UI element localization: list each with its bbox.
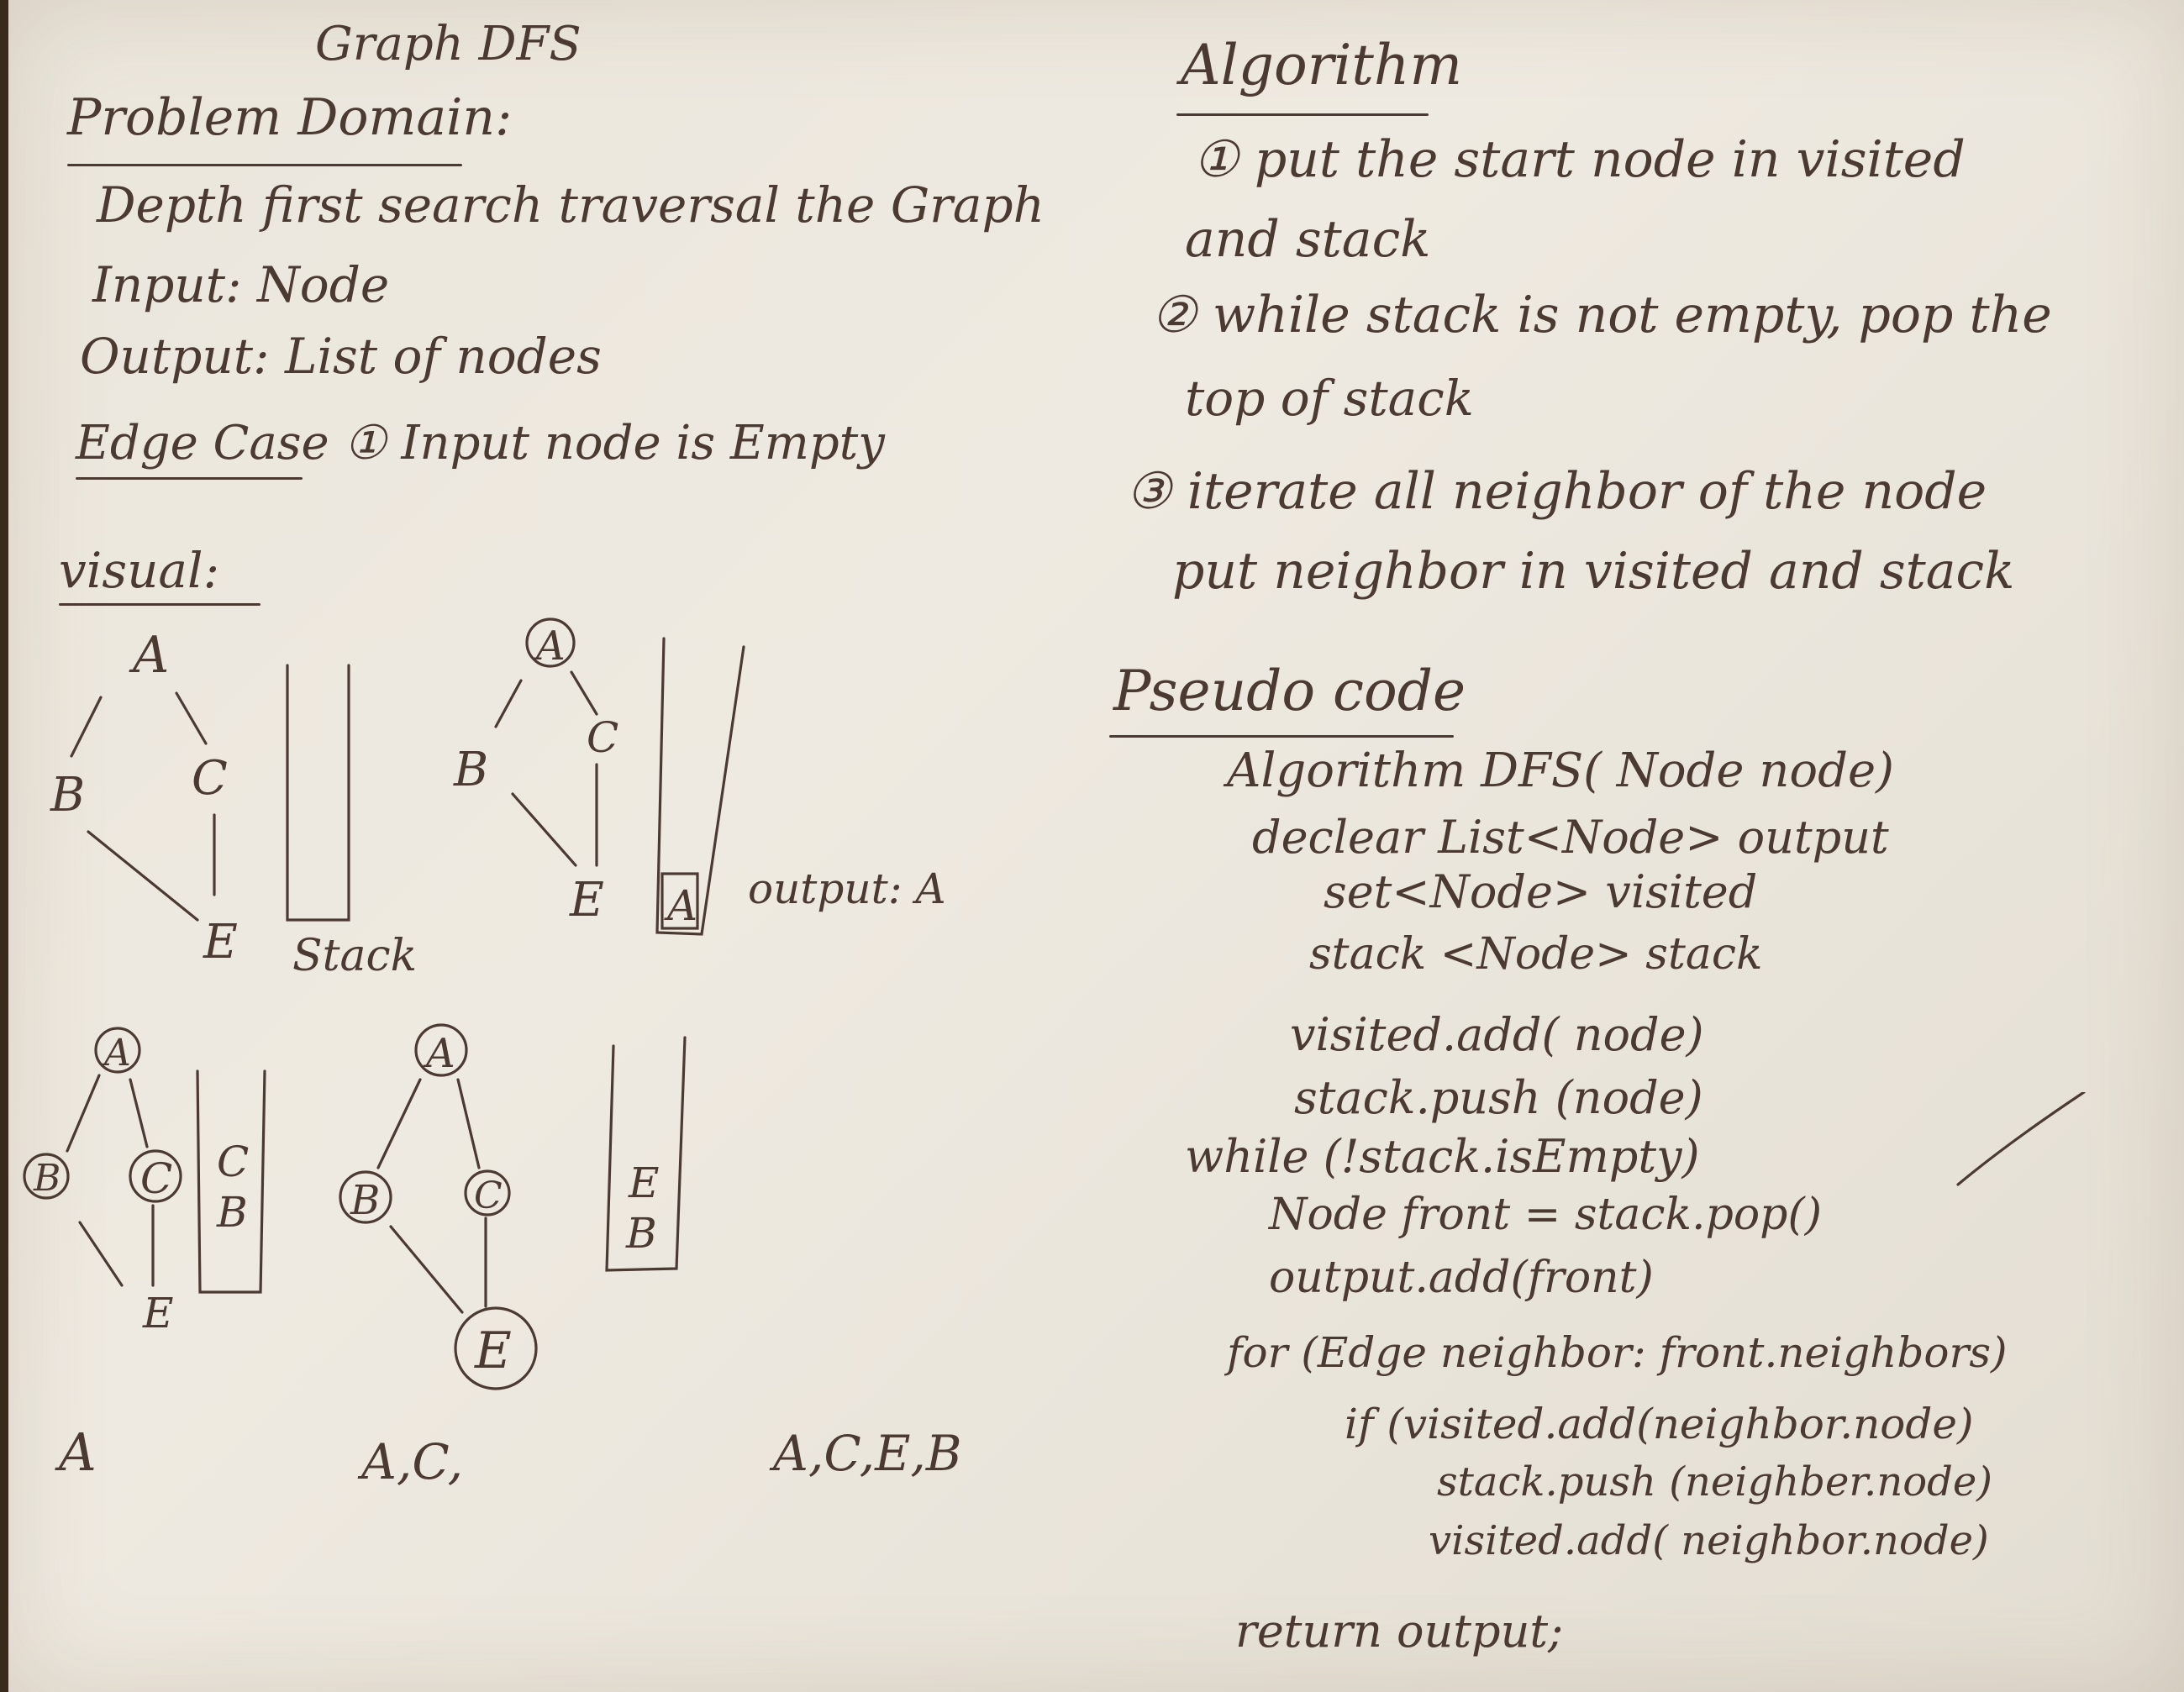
stack-with-cb: C B [196,1069,266,1294]
algorithm-step-2: ② while stack is not empty, pop the [1151,286,2052,344]
graph4-edge-be [389,1225,464,1314]
pseudo-heading: Pseudo code [1113,659,1466,723]
algorithm-heading: Algorithm [1181,33,1463,97]
problem-line-4: Edge Case ① Input node is Empty [76,416,885,470]
graph3-node-b-circle [23,1153,70,1200]
graph4-node-a-circle [414,1023,468,1077]
paper-sheet: Graph DFS Problem Domain: Depth first se… [8,0,2184,1692]
output-step-2: A,C, [357,1433,463,1490]
graph2-node-b: B [453,743,488,797]
graph4-node-e: E [474,1322,512,1380]
graph3-node-b: B [33,1157,61,1200]
stack-with-a: A output: A [655,637,946,936]
graph3-edge-be [78,1221,124,1287]
stack2-item-a: A [664,881,697,930]
pseudo-line-3: set<Node> visited [1324,865,1758,918]
graph3-edge-ab [66,1074,101,1153]
graph1-edge-ab [70,696,103,758]
graph3-node-a: A [101,1032,131,1075]
output-text: output: A [748,864,946,913]
output-step-1: A [55,1421,97,1483]
graph4-node-e-circle [454,1306,538,1390]
check-mark [1956,1092,2086,1186]
pseudo-line-5: visited.add( node) [1290,1008,1704,1061]
stack3-item-b: B [216,1188,248,1237]
algorithm-step-1-cont: and stack [1185,210,1431,269]
graph4-node-c-circle [464,1169,511,1216]
graph4-edge-ab [376,1078,422,1169]
stack-empty: Stack [286,664,417,981]
stack2-item-box [660,872,699,930]
pseudo-line-8: Node front = stack.pop() [1269,1190,1823,1240]
visual-heading: visual: [59,542,220,599]
pseudo-line-14: return output; [1235,1605,1564,1658]
graph2-node-e: E [569,873,604,927]
problem-line-1: Depth first search traversal the Graph [97,176,1045,234]
dfs-diagram: A B C E Stack A B C E [23,617,961,1490]
pseudo-line-7: while (!stack.isEmpty) [1185,1130,1700,1183]
graph1-node-e: E [203,915,238,969]
graph1-node-b: B [50,768,85,822]
algorithm-step-1: ① put the start node in visited [1193,130,1966,189]
graph4-node-a: A [423,1030,455,1077]
edge-case-underline [76,477,303,480]
graph2-node-a-circle [525,617,576,668]
graph3-node-a-circle [94,1027,141,1074]
pseudo-line-11: if (visited.add(neighbor.node) [1345,1400,1974,1448]
graph3-node-c: C [140,1154,172,1203]
graph2-edge-be [511,792,577,867]
stack1-outline [286,664,350,922]
graph2-node-c: C [587,713,618,762]
pseudo-line-13: visited.add( neighbor.node) [1429,1517,1989,1564]
stack3-item-c: C [217,1138,249,1186]
stack4-outline [605,1036,687,1272]
pseudo-line-6: stack.push (node) [1294,1071,1703,1124]
stack2-outline [655,637,745,936]
graph1-node-a: A [129,626,169,685]
output-step-3: A,C,E,B [769,1425,961,1482]
problem-domain-underline [67,164,462,166]
stack-label: Stack [292,931,417,981]
visual-underline [59,603,261,606]
graph-step-ac: A B C E [23,1027,182,1337]
pseudo-line-4: stack <Node> stack [1309,929,1763,980]
pseudo-line-9: output.add(front) [1269,1253,1654,1303]
pseudo-line-2: declear List<Node> output [1252,811,1889,864]
algorithm-underline [1176,113,1429,116]
pseudo-line-12: stack.push (neighber.node) [1437,1458,1992,1505]
pseudo-underline [1109,735,1454,738]
problem-line-3: Output: List of nodes [80,328,602,385]
graph-step-ace: A B C E [339,1023,538,1390]
stack-with-eb: E B [605,1036,687,1272]
graph3-node-e: E [142,1289,174,1337]
algorithm-step-3-cont: put neighbor in visited and stack [1172,542,2015,601]
graph2-edge-ab [494,679,523,728]
graph1-edge-be [87,830,199,922]
graph3-edge-ac [129,1078,149,1148]
pseudo-line-1: Algorithm DFS( Node node) [1227,744,1894,798]
graph-step-a: A B C E [453,617,618,927]
graph4-node-b: B [350,1177,380,1224]
stack4-item-e: E [628,1159,660,1207]
graph-initial: A B C E [50,626,238,969]
problem-domain-heading: Problem Domain: [67,88,513,147]
stack3-outline [196,1069,266,1294]
graph4-edge-ac [456,1078,481,1169]
graph4-node-b-circle [339,1170,392,1224]
page-title: Graph DFS [315,17,582,71]
graph2-edge-ac [570,670,598,716]
problem-line-2: Input: Node [92,256,390,313]
graph4-node-c: C [474,1174,503,1217]
pseudo-line-10: for (Edge neighbor: front.neighbors) [1227,1328,2008,1377]
algorithm-step-3: ③ iterate all neighbor of the node [1126,462,1987,521]
graph3-node-c-circle [129,1149,182,1203]
algorithm-step-2-cont: top of stack [1185,370,1474,427]
stack4-item-b: B [625,1209,657,1258]
graph2-node-a: A [533,623,566,670]
graph1-node-c: C [192,751,228,806]
graph1-edge-ac [175,691,208,745]
